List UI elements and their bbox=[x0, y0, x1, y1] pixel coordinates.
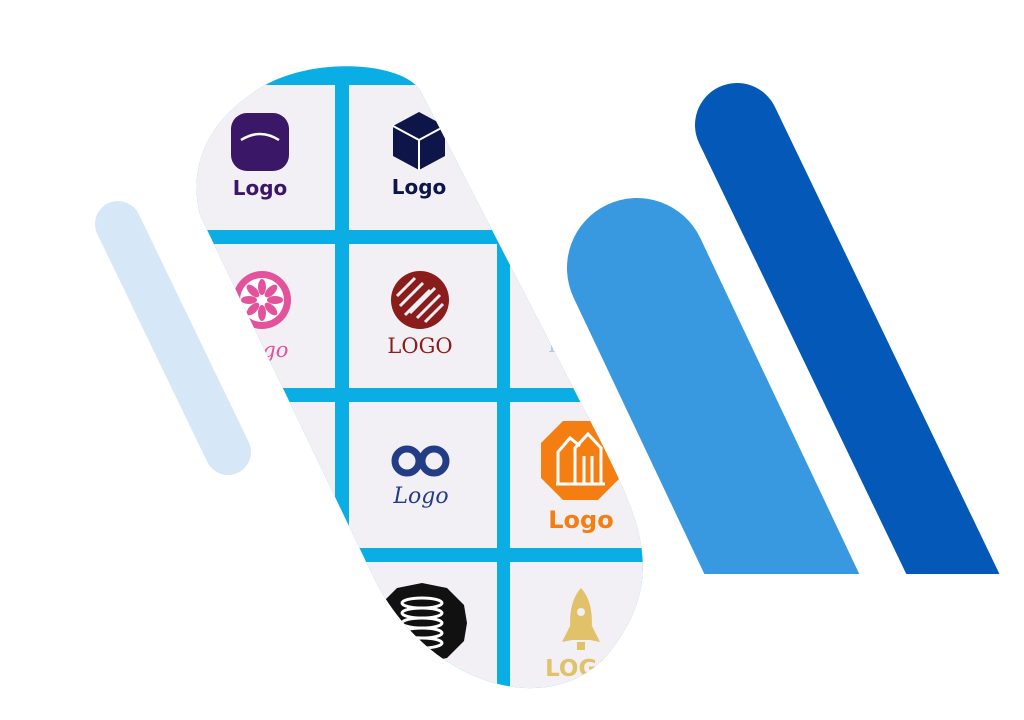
logo-text-pink: Logo bbox=[235, 338, 289, 362]
mid-blue-stripe bbox=[567, 198, 860, 574]
rounded-square-arc-icon bbox=[231, 113, 289, 171]
logo-text-stack: Logo bbox=[384, 667, 451, 696]
woven-circle-icon bbox=[391, 271, 449, 329]
logo-text-cube: Logo bbox=[392, 175, 447, 199]
dark-blue-stripe bbox=[695, 83, 1000, 574]
house-octagon-icon bbox=[541, 421, 620, 500]
cube-icon bbox=[392, 112, 446, 170]
stacked-rings-badge-icon bbox=[377, 583, 467, 663]
logo-text-infinity: Logo bbox=[392, 484, 448, 509]
logo-text-faded: L bbox=[548, 333, 561, 357]
logo-text-rocket: LOGO bbox=[545, 656, 617, 682]
citrus-slice-icon bbox=[233, 271, 291, 329]
rocket-icon bbox=[562, 588, 600, 650]
infinity-icon bbox=[391, 445, 450, 477]
logo-text-house: Logo bbox=[548, 506, 613, 534]
light-stripe bbox=[95, 201, 251, 475]
tile-infinity bbox=[349, 402, 497, 548]
logo-text-weave: LOGO bbox=[387, 334, 452, 358]
logo-text-purple: Logo bbox=[233, 176, 288, 200]
